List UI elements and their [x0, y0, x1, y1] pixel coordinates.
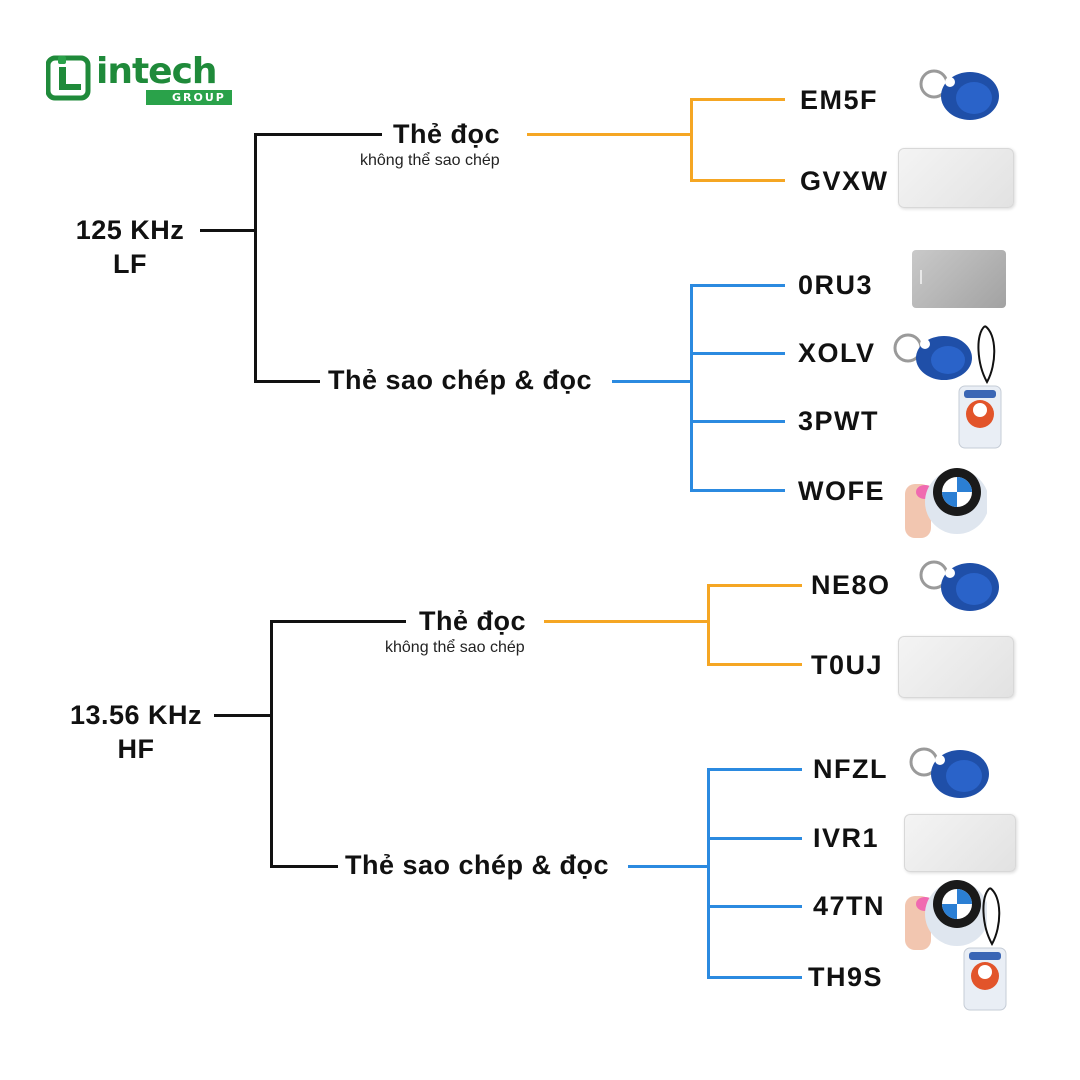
- logo-wordmark: intech: [96, 51, 218, 92]
- connector: [214, 714, 272, 717]
- bmw-sticker-icon: [905, 880, 987, 950]
- blue-keyfob-icon: [919, 560, 999, 611]
- connector: [270, 620, 273, 868]
- connector: [628, 865, 710, 868]
- code-label: T0UJ: [811, 650, 884, 680]
- connector: [690, 489, 785, 492]
- code-label: TH9S: [808, 962, 884, 992]
- freq-label-hf: 13.56 KHz HF: [56, 698, 216, 766]
- connector: [707, 584, 802, 587]
- connector: [707, 663, 802, 666]
- connector: [690, 179, 785, 182]
- connector: [612, 380, 692, 383]
- connector: [527, 133, 692, 136]
- logo-group-label: GROUP: [146, 90, 232, 105]
- blue-keyfob-icon: [893, 333, 972, 380]
- connector: [690, 98, 693, 182]
- code-label: XOLV: [798, 338, 876, 368]
- category-copy-read: Thẻ sao chép & đọc: [345, 850, 610, 880]
- cartoon-tag-icon: [963, 887, 1007, 1011]
- freq-value: 125 KHz: [75, 215, 185, 245]
- code-label: GVXW: [800, 166, 889, 196]
- code-label: NE8O: [811, 570, 891, 600]
- connector: [254, 380, 320, 383]
- code-label: WOFE: [798, 476, 885, 506]
- category-copy-read: Thẻ sao chép & đọc: [328, 365, 593, 395]
- connector: [690, 420, 785, 423]
- connector: [707, 976, 802, 979]
- connector: [254, 133, 257, 383]
- code-label: EM5F: [800, 85, 879, 115]
- category-read-only: Thẻ đọc: [393, 119, 501, 149]
- code-label: 3PWT: [798, 406, 880, 436]
- category-read-only-sub: không thể sao chép: [385, 639, 525, 656]
- connector: [254, 133, 382, 136]
- connector: [690, 98, 785, 101]
- category-read-only-sub: không thể sao chép: [360, 152, 500, 169]
- connector: [544, 620, 710, 623]
- connector: [707, 837, 802, 840]
- freq-band: HF: [117, 734, 155, 764]
- bmw-sticker-icon: [905, 468, 987, 538]
- connector: [707, 768, 802, 771]
- blue-keyfob-icon: [909, 747, 989, 798]
- connector: [200, 229, 256, 232]
- code-label: 47TN: [813, 891, 886, 921]
- code-label: 0RU3: [798, 270, 874, 300]
- connector: [707, 584, 710, 666]
- freq-label-lf: 125 KHz LF: [60, 213, 200, 281]
- white-card-icon: [904, 814, 1016, 872]
- metal-card-icon: [912, 250, 1006, 308]
- logo-mark-icon: [46, 55, 91, 101]
- connector: [690, 352, 785, 355]
- category-read-only: Thẻ đọc: [419, 606, 527, 636]
- cartoon-tag-icon: [958, 325, 1002, 449]
- blue-keyfob-icon: [919, 69, 999, 120]
- connector: [270, 865, 338, 868]
- freq-band: LF: [113, 249, 147, 279]
- white-card-icon: [898, 148, 1014, 208]
- freq-value: 13.56 KHz: [69, 700, 203, 730]
- code-label: NFZL: [813, 754, 888, 784]
- brand-logo: intech GROUP: [46, 51, 232, 105]
- connector: [690, 284, 785, 287]
- connector: [707, 905, 802, 908]
- code-label: IVR1: [813, 823, 880, 853]
- white-card-icon: [898, 636, 1014, 698]
- connector: [690, 284, 693, 492]
- connector: [707, 768, 710, 979]
- connector: [270, 620, 406, 623]
